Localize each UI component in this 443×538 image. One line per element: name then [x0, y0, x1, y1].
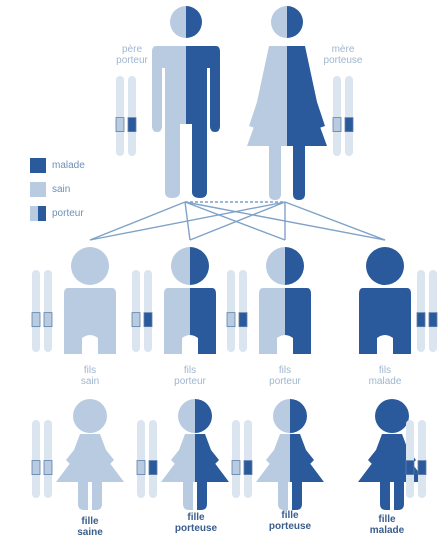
mother-chromosome-pair-left: [332, 76, 342, 156]
daughter-label-3-line1: fille: [281, 510, 299, 521]
son-1-chromosomes-right: [43, 270, 53, 352]
son-3-chromosomes-right: [238, 270, 248, 352]
father-label-line1: père: [121, 44, 142, 55]
daughter-label-1: fille saine: [68, 516, 112, 538]
son-2-chromosomes: [131, 270, 153, 352]
son-1-chromosomes-left: [31, 270, 41, 352]
daughter-label-3: fille porteuse: [262, 510, 318, 532]
daughter-2-chromosomes: [136, 420, 158, 498]
legend-label-carrier: porteur: [52, 208, 84, 219]
son-label-2-line1: fils: [183, 365, 197, 376]
daughter-label-2-line1: fille: [187, 512, 205, 523]
son-label-4-line1: fils: [378, 365, 392, 376]
daughter-4-chromosomes-left: [405, 420, 415, 498]
son-label-1-line2: sain: [80, 376, 100, 387]
son-4-chromosomes-left: [416, 270, 426, 352]
daughter-3-chromosomes: [231, 420, 253, 498]
daughter-4-chromosomes-right: [417, 420, 427, 498]
son-2-chromosomes-left: [131, 270, 141, 352]
daughter-3-chromosomes-left: [231, 420, 241, 498]
daughter-label-3-line2: porteuse: [268, 521, 312, 532]
legend-swatch-healthy: [30, 182, 46, 197]
legend-swatch-carrier: [30, 206, 46, 221]
son-label-1-line1: fils: [83, 365, 97, 376]
daughter-3-chromosomes-right: [243, 420, 253, 498]
parent-chromosomes: [115, 76, 354, 156]
mother-label-line1: mère: [331, 44, 355, 55]
daughter-2-chromosomes-right: [148, 420, 158, 498]
father-chromosome-pair-right: [127, 76, 137, 156]
son-label-1: fils sain: [70, 365, 110, 387]
son-1-chromosomes: [31, 270, 53, 352]
mother-chromosome-pair: [332, 76, 354, 156]
son-label-2: fils porteur: [165, 365, 215, 387]
son-label-3-line2: porteur: [269, 376, 301, 387]
son-3-chromosomes: [226, 270, 248, 352]
son-2-chromosomes-right: [143, 270, 153, 352]
daughter-label-4-line2: malade: [369, 525, 405, 536]
daughter-1-chromosomes: [31, 420, 53, 498]
son-label-4-line2: malade: [368, 376, 402, 387]
daughter-1-chromosomes-left: [31, 420, 41, 498]
son-label-4: fils malade: [360, 365, 410, 387]
father-chromosome-pair: [115, 76, 137, 156]
son-label-2-line2: porteur: [174, 376, 206, 387]
mother-chromosome-pair-right: [344, 76, 354, 156]
legend: [30, 158, 46, 221]
daughter-label-1-line2: saine: [77, 527, 103, 538]
daughter-label-2-line2: porteuse: [174, 523, 218, 534]
daughter-label-1-line1: fille: [81, 516, 99, 527]
mother-label-line2: porteuse: [323, 55, 363, 66]
daughter-label-4-line1: fille: [378, 514, 396, 525]
daughter-1-chromosomes-right: [43, 420, 53, 498]
father-chromosome-pair-left: [115, 76, 125, 156]
legend-swatch-sick: [30, 158, 46, 173]
legend-label-sick: malade: [52, 160, 85, 171]
mother-label: mère porteuse: [318, 44, 368, 66]
legend-label-healthy: sain: [52, 184, 71, 195]
father-label-line2: porteur: [116, 55, 148, 66]
daughter-label-2: fille porteuse: [168, 512, 224, 534]
daughter-label-4: fille malade: [362, 514, 412, 536]
son-label-3: fils porteur: [260, 365, 310, 387]
son-4-chromosomes: [416, 270, 438, 352]
daughter-4-chromosomes: [405, 420, 427, 498]
son-label-3-line1: fils: [278, 365, 292, 376]
son-3-chromosomes-left: [226, 270, 236, 352]
inheritance-lines: [89, 201, 386, 241]
son-4-chromosomes-right: [428, 270, 438, 352]
father-label: père porteur: [110, 44, 154, 66]
daughter-2-chromosomes-left: [136, 420, 146, 498]
